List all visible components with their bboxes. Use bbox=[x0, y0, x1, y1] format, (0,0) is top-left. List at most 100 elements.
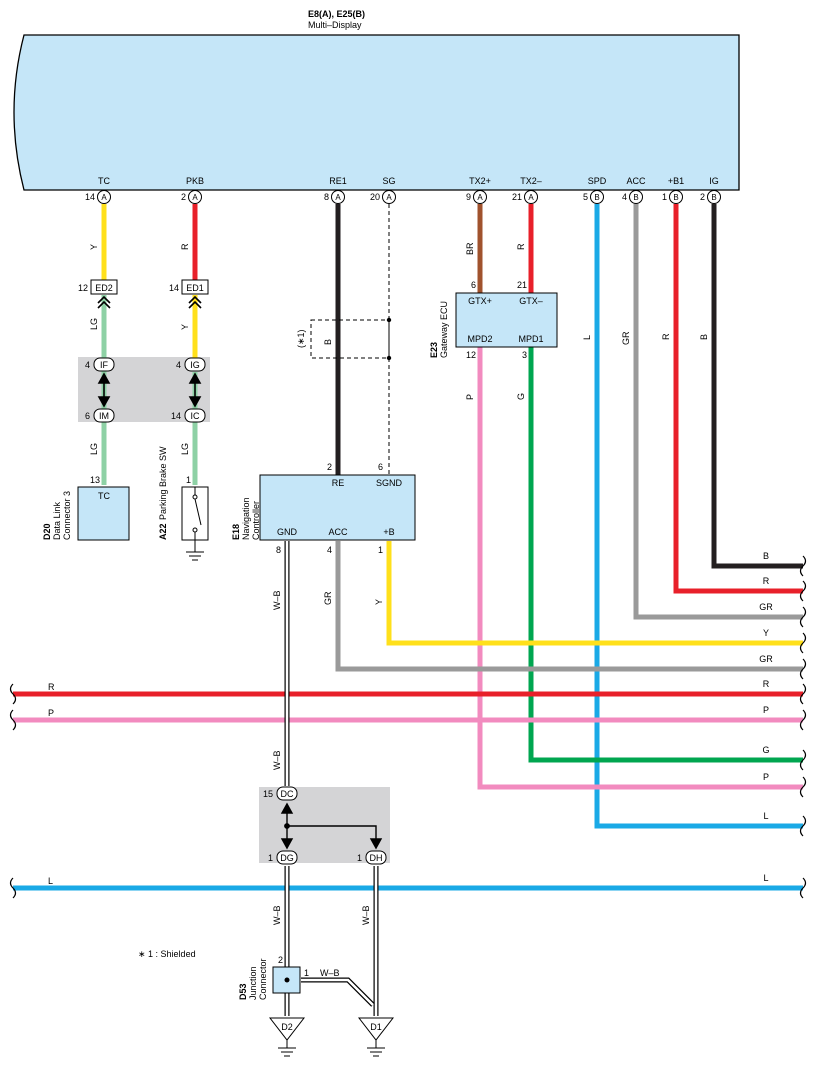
d20-pin: 13 bbox=[90, 475, 100, 485]
wl-tc-lg1: LG bbox=[89, 318, 99, 330]
e18-pin-gnd: 8 bbox=[276, 545, 281, 555]
pin-conn-0: A bbox=[101, 193, 107, 202]
wire-acc-gr bbox=[633, 204, 803, 620]
svg-text:E23: E23 bbox=[429, 342, 439, 358]
junction-arrows-lower bbox=[280, 802, 383, 850]
right-label-1: R bbox=[763, 576, 770, 586]
right-label-10: L bbox=[763, 873, 768, 883]
connector-im-code: IM bbox=[99, 411, 109, 421]
pin-signal-7: ACC bbox=[626, 176, 646, 186]
pin-signal-4: TX2+ bbox=[469, 176, 491, 186]
wire-labels: Y LG LG R Y LG B (∗1) BR R P G L GR R B … bbox=[89, 242, 709, 978]
ground-a22-icon bbox=[186, 551, 204, 561]
connector-ic bbox=[184, 408, 206, 423]
e18-gnd: GND bbox=[277, 527, 298, 537]
connector-dh-code: DH bbox=[370, 853, 383, 863]
ground-d1-icon bbox=[357, 1017, 395, 1057]
pin-circle-9 bbox=[707, 190, 721, 204]
connector-ed1-code: ED1 bbox=[186, 283, 204, 293]
shield-dot-bottom bbox=[386, 355, 392, 361]
pin-conn-1: A bbox=[192, 193, 198, 202]
e23-mpd1: MPD1 bbox=[518, 334, 543, 344]
wl-b1-r: R bbox=[661, 333, 671, 340]
e18-re: RE bbox=[332, 478, 345, 488]
svg-text:Navigation: Navigation bbox=[241, 497, 251, 540]
connector-ed1-pin: 14 bbox=[169, 283, 179, 293]
pin-conn-3: A bbox=[386, 193, 392, 202]
pin-conn-2: A bbox=[335, 193, 341, 202]
display-pins: TCA14PKBA2RE1A8SGA20TX2+A9TX2–A21SPDB5AC… bbox=[85, 176, 721, 204]
connector-dg bbox=[276, 850, 298, 865]
wl-acc-gr: GR bbox=[621, 331, 631, 345]
right-label-0: B bbox=[763, 551, 769, 561]
bus-l-label: L bbox=[48, 876, 53, 886]
wl-tx-br: BR bbox=[465, 242, 475, 255]
e18-box bbox=[259, 474, 416, 541]
pin-signal-1: PKB bbox=[186, 176, 204, 186]
wl-dg-wb: W–B bbox=[272, 905, 282, 925]
e18-b: +B bbox=[383, 527, 394, 537]
wl-dh-wb: W–B bbox=[361, 905, 371, 925]
left-break-marks bbox=[9, 683, 17, 899]
shield-note: ∗ 1 : Shielded bbox=[138, 949, 196, 959]
ground-d2-icon bbox=[268, 1017, 306, 1057]
connector-dg-code: DG bbox=[280, 853, 294, 863]
connector-ed2-code: ED2 bbox=[95, 283, 113, 293]
pin-number-8: 1 bbox=[662, 192, 667, 202]
right-label-4: GR bbox=[759, 654, 773, 664]
connector-if-pin: 4 bbox=[85, 360, 90, 370]
e18-pin-b: 1 bbox=[378, 545, 383, 555]
wl-j-wb: W–B bbox=[320, 968, 340, 978]
wl-re-b: B bbox=[323, 339, 333, 345]
a22-pin: 1 bbox=[186, 475, 191, 485]
pin-circle-5 bbox=[524, 190, 538, 204]
e18-sgnd: SGND bbox=[376, 478, 403, 488]
d20-caption: D20 Data Link Connector 3 bbox=[42, 491, 72, 540]
pin-signal-5: TX2– bbox=[520, 176, 542, 186]
e18-pin-re: 2 bbox=[327, 462, 332, 472]
wl-gnd-wb1: W–B bbox=[272, 590, 282, 610]
d20-box bbox=[77, 486, 130, 541]
connector-dh bbox=[365, 850, 387, 865]
connector-ig-code: IG bbox=[190, 360, 200, 370]
connector-ic-pin: 14 bbox=[171, 411, 181, 421]
pin-conn-8: B bbox=[673, 193, 678, 202]
right-label-5: R bbox=[763, 679, 770, 689]
e23-gtxp: GTX+ bbox=[468, 296, 492, 306]
e23-caption: E23 Gateway ECU bbox=[429, 301, 449, 358]
wire-gnd-wb bbox=[284, 541, 379, 1016]
pin-signal-6: SPD bbox=[588, 176, 607, 186]
wire-nav-acc-gr bbox=[335, 541, 803, 672]
pin-circle-6 bbox=[590, 190, 604, 204]
a22-caption: A22 Parking Brake SW bbox=[158, 446, 168, 540]
pin-circle-4 bbox=[473, 190, 487, 204]
pin-circle-8 bbox=[669, 190, 683, 204]
pin-conn-7: B bbox=[633, 193, 638, 202]
e18-pin-sgnd: 6 bbox=[378, 462, 383, 472]
wl-gnd-wb2: W–B bbox=[272, 750, 282, 770]
pin-number-6: 5 bbox=[583, 192, 588, 202]
svg-text:Data Link: Data Link bbox=[52, 501, 62, 540]
pin-signal-0: TC bbox=[98, 176, 110, 186]
e18-pin-acc: 4 bbox=[327, 545, 332, 555]
bus-r-label: R bbox=[48, 682, 55, 692]
svg-text:Controller: Controller bbox=[251, 501, 261, 540]
right-label-7: G bbox=[762, 745, 769, 755]
shield-dot-top bbox=[386, 317, 392, 323]
svg-text:Parking Brake SW: Parking Brake SW bbox=[158, 446, 168, 520]
right-label-3: Y bbox=[763, 628, 769, 638]
wl-tx-r: R bbox=[516, 243, 526, 250]
chevron-ed2-icon bbox=[97, 295, 111, 309]
wire-b1-r bbox=[673, 204, 803, 594]
connector-im-pin: 6 bbox=[85, 411, 90, 421]
connector-if-code: IF bbox=[100, 360, 109, 370]
e23-gtxm: GTX– bbox=[519, 296, 543, 306]
e23-pin-mpd2: 12 bbox=[466, 350, 476, 360]
e23-pin-gtxp: 6 bbox=[471, 280, 476, 290]
d53-node bbox=[284, 977, 290, 983]
connector-dc-pin: 15 bbox=[263, 789, 273, 799]
svg-text:D20: D20 bbox=[42, 523, 52, 540]
pin-signal-3: SG bbox=[382, 176, 395, 186]
pin-number-0: 14 bbox=[85, 192, 95, 202]
